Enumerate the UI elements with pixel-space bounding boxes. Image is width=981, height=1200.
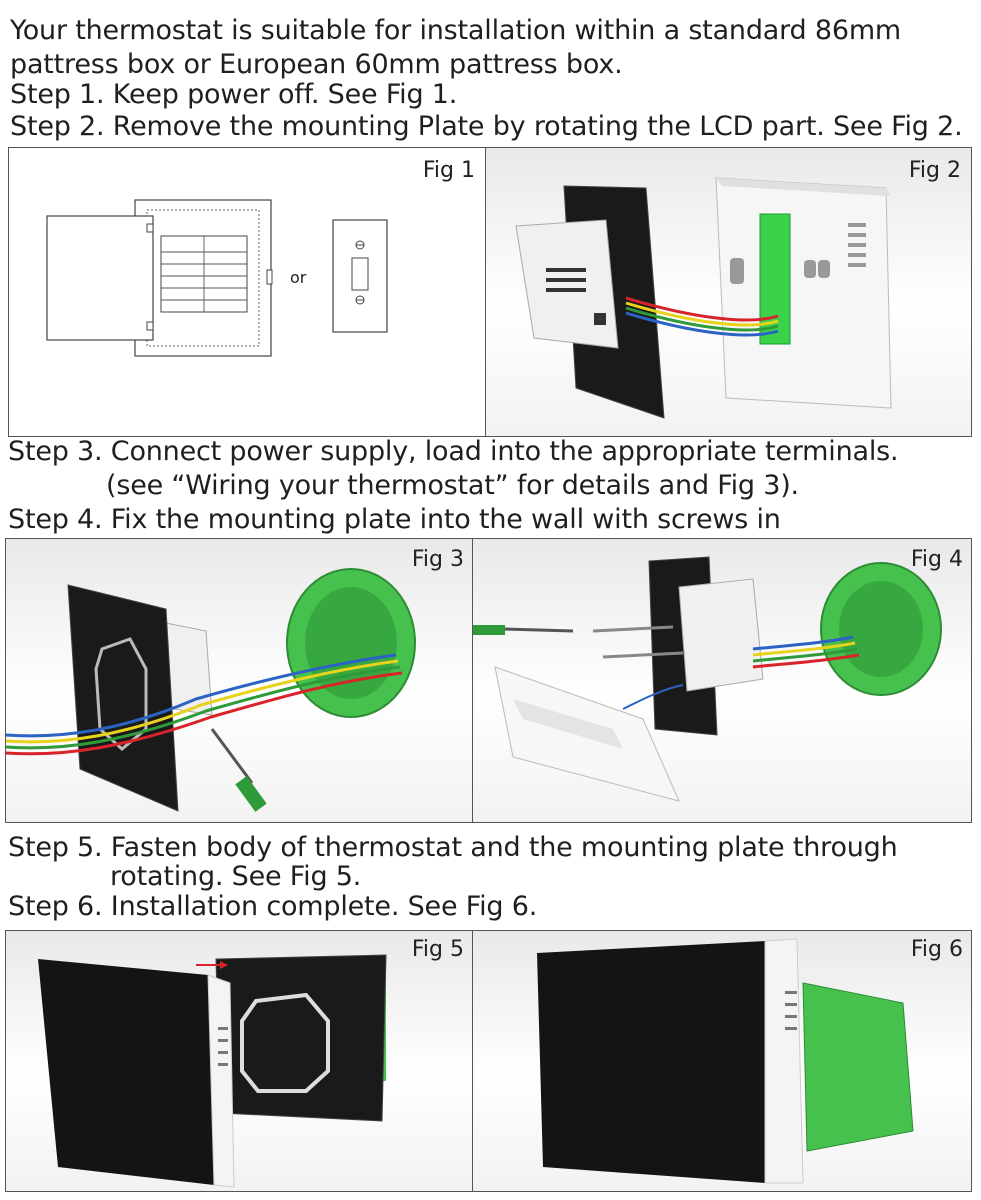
fig-1-or-label: or: [290, 268, 307, 287]
figure-1-panel: Fig 1 or: [8, 147, 486, 437]
figure-2-label: Fig 2: [908, 158, 961, 183]
intro-line-1: Your thermostat is suitable for installa…: [10, 15, 902, 46]
intro-line-2: pattress box or European 60mm pattress b…: [10, 49, 623, 80]
figure-2-panel: Fig 2: [485, 147, 972, 437]
figure-5-panel: Fig 5: [5, 930, 473, 1192]
figure-4-label: Fig 4: [910, 547, 963, 572]
figure-1-label: Fig 1: [422, 158, 475, 183]
pattress-box-drawing: [46, 199, 388, 357]
figure-3-panel: Fig 3: [5, 538, 473, 823]
fig-5-illustration: [38, 954, 387, 1188]
fig-4-illustration: [473, 556, 942, 802]
step-6-text: Step 6. Installation complete. See Fig 6…: [8, 891, 538, 922]
step-3-text: Step 3. Connect power supply, load into …: [8, 436, 899, 467]
fig-6-illustration: [537, 938, 914, 1184]
figure-5-label: Fig 5: [411, 937, 464, 962]
figure-6-label: Fig 6: [910, 937, 963, 962]
fig-2-illustration: [515, 177, 892, 419]
figure-3-label: Fig 3: [411, 547, 464, 572]
figure-4-panel: Fig 4: [472, 538, 972, 823]
figure-6-panel: Fig 6: [472, 930, 972, 1192]
step-2-text: Step 2. Remove the mounting Plate by rot…: [10, 111, 963, 142]
fig-3-illustration: [6, 568, 416, 812]
step-4-text: Step 4. Fix the mounting plate into the …: [8, 504, 781, 535]
step-5-cont-text: rotating. See Fig 5.: [110, 861, 362, 892]
step-1-text: Step 1. Keep power off. See Fig 1.: [10, 79, 458, 110]
step-5-text: Step 5. Fasten body of thermostat and th…: [8, 832, 898, 863]
step-3-cont-text: (see “Wiring your thermostat” for detail…: [106, 470, 799, 501]
